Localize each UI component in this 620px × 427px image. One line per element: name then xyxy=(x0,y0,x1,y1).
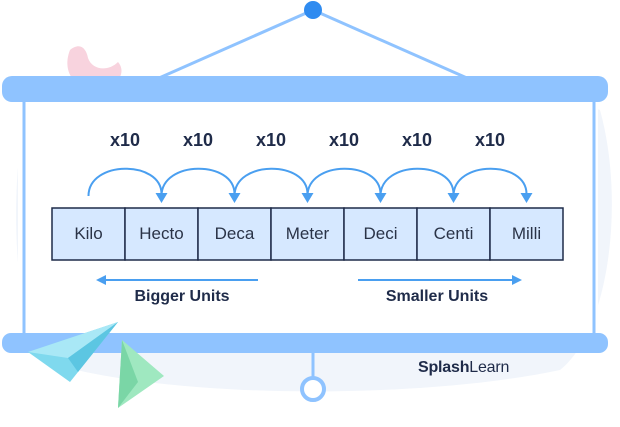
paper-plane-blue xyxy=(28,322,118,382)
multiplier-label: x10 xyxy=(474,130,506,150)
hanging-hook xyxy=(304,1,322,19)
conversion-arc xyxy=(160,167,236,197)
conversion-arc xyxy=(87,167,163,197)
unit-label-deci: Deci xyxy=(363,224,398,243)
unit-box-hecto xyxy=(124,207,199,261)
bottom-rail xyxy=(2,333,608,353)
conversion-arrow-head xyxy=(228,193,241,203)
multiplier-label: x10 xyxy=(401,130,433,150)
multiplier-label: x10 xyxy=(328,130,360,150)
conversion-arrow-head xyxy=(301,193,314,203)
top-rail xyxy=(2,76,608,102)
unit-label-centi: Centi xyxy=(433,224,474,243)
unit-box-kilo xyxy=(51,207,126,261)
hanging-cord-left xyxy=(149,8,314,84)
brand-light: Learn xyxy=(469,359,510,376)
multiplier-label: x10 xyxy=(109,130,141,150)
conversion-arrow-head xyxy=(155,193,168,203)
unit-label-kilo: Kilo xyxy=(74,224,103,243)
unit-box-meter xyxy=(270,207,345,261)
bigger-units-label: Bigger Units xyxy=(134,288,230,305)
conversion-arc xyxy=(379,167,455,197)
conversion-arrow-head xyxy=(520,193,533,203)
unit-label-hecto: Hecto xyxy=(139,224,184,243)
conversion-arrows xyxy=(87,167,533,203)
unit-label-deca: Deca xyxy=(214,224,255,243)
bigger-arrow-head xyxy=(96,275,106,285)
hanging-cord-right xyxy=(312,8,477,84)
unit-box-deca xyxy=(197,207,272,261)
unit-box-row xyxy=(51,207,564,261)
splashlearn-logo: SplashLearn xyxy=(418,359,509,377)
smaller-units-label: Smaller Units xyxy=(385,288,489,305)
unit-label-milli: Milli xyxy=(511,224,542,243)
conversion-arc xyxy=(452,167,528,197)
brand-bold: Splash xyxy=(418,359,470,376)
unit-box-milli xyxy=(489,207,564,261)
conversion-arrow-head xyxy=(374,193,387,203)
pull-ring xyxy=(300,376,326,402)
multiplier-label: x10 xyxy=(182,130,214,150)
unit-box-centi xyxy=(416,207,491,261)
multiplier-label: x10 xyxy=(255,130,287,150)
conversion-arc xyxy=(306,167,382,197)
conversion-arrow-head xyxy=(447,193,460,203)
smaller-arrow-head xyxy=(512,275,522,285)
paper-plane-green xyxy=(118,340,164,408)
unit-box-deci xyxy=(343,207,418,261)
conversion-arc xyxy=(233,167,309,197)
unit-label-meter: Meter xyxy=(285,224,330,243)
